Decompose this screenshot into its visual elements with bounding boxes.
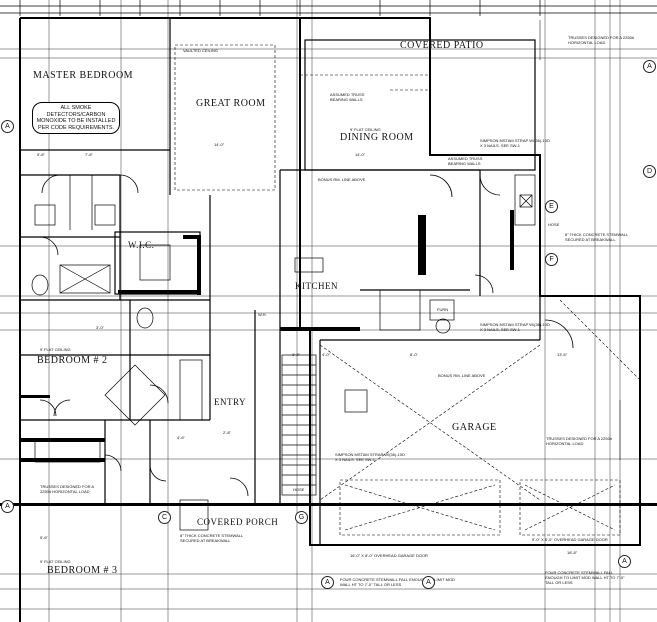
flat-ceiling-note-3: 9' FLAT CEILING [350,127,381,132]
dim-label: 8'-0" [410,352,418,357]
smoke-detector-note: ALL SMOKE DETECTORS/CARBON MONOXIDE TO B… [32,102,120,134]
trusses-note: TRUSSES DESIGNED FOR A 2250# HORIZONTAL … [568,35,635,45]
door-swings [39,174,574,497]
assumed-truss-note: ASSUMED TRUSS BEARING WALLS [330,92,365,102]
room-entry: ENTRY [214,397,247,407]
simpson-note-3: SIMPSON MSTAM STRAP W/(36)-10D X 3 NAILS… [335,452,405,462]
stemwall-note: 8" THICK CONCRETE STEMWALL SECURED AT BR… [565,232,629,242]
section-tag-c: C [158,511,171,524]
room-great-room: GREAT ROOM [196,98,266,109]
room-master-bedroom: MASTER BEDROOM [33,70,134,81]
section-tag-d: D [643,165,656,178]
section-tag-a-6: A [422,576,435,589]
interior-walls [20,18,541,545]
dim-label: 4'-6" [177,435,185,440]
room-bedroom-3: BEDROOM # 3 [47,565,118,576]
bonus-line-note-2: BONUS RM. LINE ABOVE [438,373,486,378]
section-tag-f: F [545,253,558,266]
furnace-label: FURN [437,307,449,312]
dim-label: 2'-8" [223,430,231,435]
dim-label: 4'-0" [322,352,330,357]
section-tag-a-4: A [618,555,631,568]
trusses-note-porch: TRUSSES DESIGNED FOR A 2250# HORIZONTAL … [40,484,94,494]
stemwall-note-porch: 8" THICK CONCRETE STEMWALL SECURED AT BR… [180,533,244,543]
room-covered-patio: COVERED PATIO [400,40,484,51]
simpson-note-2: SIMPSON MSTAM STRAP W/(36)-10D X 3 NAILS… [480,322,550,332]
vaulted-ceiling-note: VAULTED CEILING [183,48,218,53]
dim-label: 5'-6" [40,535,48,540]
four-stemwall-note: FOUR CONCRETE STEMWALL FALL ENOUGH TO LI… [340,577,455,587]
dim-label: 3'-0" [292,352,300,357]
flat-ceiling-note: 9' FLAT CEILING [40,347,71,352]
ceiling-lines [174,44,641,536]
section-tag-a-2: A [1,500,14,513]
room-garage: GARAGE [452,422,497,433]
dim-label: 18'-8" [567,550,578,555]
room-dining-room: DINING ROOM [340,132,414,143]
water-heater-label: W.H. [258,312,267,317]
hose-label-2: HOSE [548,222,560,227]
stairs [281,354,317,496]
hose-label: HOSE [293,487,305,492]
section-tag-a-3: A [643,60,656,73]
room-bedroom-2: BEDROOM # 2 [37,355,108,366]
dim-label: 14'-0" [355,152,366,157]
assumed-truss-note-2: ASSUMED TRUSS BEARING WALLS [448,156,483,166]
dim-label: 13'-6" [557,352,568,357]
flat-ceiling-note-2: 9' FLAT CEILING [40,559,71,564]
fixtures [31,174,536,531]
dim-label: 3'-0" [96,325,104,330]
garage-door-left-note: 16'-0" X 8'-0" OVERHEAD GARAGE DOOR [350,553,428,558]
four-stemwall-note-2: FOUR CONCRETE STEMWALL FALL ENOUGH TO LI… [545,570,625,585]
section-tag-g: G [295,511,308,524]
room-wic: W.I.C. [128,240,155,250]
dim-label: 5'-6" [37,152,45,157]
dim-label: 7'-6" [85,152,93,157]
section-tag-e: E [545,200,558,213]
simpson-note: SIMPSON MSTAM STRAP W/(36)-10D X 3 NAILS… [480,138,550,148]
arrows [539,20,621,460]
section-tag-a-5: A [321,576,334,589]
dim-label: 14'-0" [214,142,225,147]
trusses-note-garage: TRUSSES DESIGNED FOR A 2250# HORIZONTAL … [546,436,613,446]
bonus-line-note: BONUS RM. LINE ABOVE [318,177,366,182]
section-tag-a: A [1,120,14,133]
room-covered-porch: COVERED PORCH [197,517,279,527]
top-dimension-strip [0,0,657,16]
garage-door-right-note: 9'-0" X 8'-0" OVERHEAD GARAGE DOOR [532,537,608,542]
room-kitchen: KITCHEN [295,281,338,291]
